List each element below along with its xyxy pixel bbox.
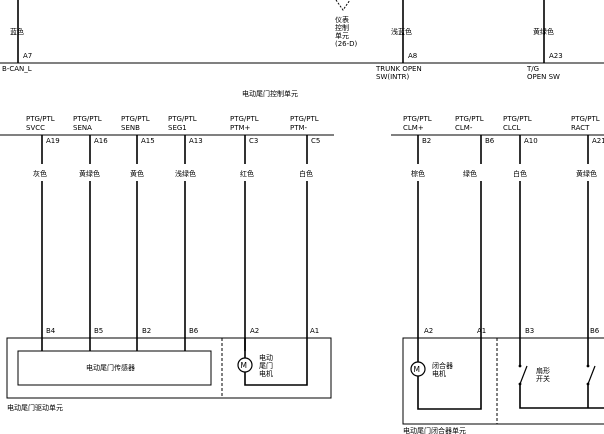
top-connector-section: 蓝色 A7 B-CAN_L 仪表 控制 单元 (26-D) 浅蓝色 A8 TRU…: [0, 0, 604, 136]
switch-label: 开关: [536, 374, 550, 383]
latch-unit-title: 电动尾门闭合器单元: [403, 426, 466, 434]
pin-name-line1: PTG/PTL: [121, 115, 150, 123]
pin-name-line1: PTG/PTL: [571, 115, 600, 123]
pin-number: A10: [524, 137, 538, 145]
motor-label: 闭合器: [432, 361, 453, 370]
pin-number: A13: [189, 137, 203, 145]
motor-label: 尾门: [259, 361, 273, 370]
wire-color-label: 黄绿色: [576, 169, 597, 178]
wire-color-label: 白色: [299, 169, 313, 178]
pin-name-line1: PTG/PTL: [503, 115, 532, 123]
motor-label: 电机: [432, 369, 446, 378]
wire-color-label: 棕色: [411, 169, 425, 178]
drive-pin-label: A2: [250, 327, 259, 335]
sensor-box: [17, 350, 212, 386]
latch-motor-return: [417, 338, 482, 410]
dash-label-line: 单元: [335, 31, 349, 40]
pin-name-line2: SENA: [73, 124, 92, 132]
pin-name-line2: SENB: [121, 124, 140, 132]
pin-name-line1: PTG/PTL: [168, 115, 197, 123]
pin-number: A15: [141, 137, 155, 145]
motor-label: 电机: [259, 369, 273, 378]
drive-pin-label: B6: [189, 327, 199, 335]
drive-pin-label: A1: [310, 327, 319, 335]
control-unit-pins: PTG/PTLSVCCA19灰色PTG/PTLSENAA16黄绿色PTG/PTL…: [26, 115, 604, 358]
wire-color-label: 红色: [240, 169, 254, 178]
wire-color-label: 灰色: [33, 169, 47, 178]
pin-name-line1: PTG/PTL: [403, 115, 432, 123]
switch-icon: [587, 365, 596, 385]
latch-pin-label: A2: [424, 327, 433, 335]
signal-label: TRUNK OPEN: [375, 65, 422, 73]
control-unit-title: 电动尾门控制单元: [242, 89, 298, 98]
wire-color-label: 浅绿色: [175, 169, 196, 178]
motor-loop-wire: [244, 338, 308, 386]
reference-arrow: [335, 0, 351, 11]
pin-name-line2: RACT: [571, 124, 590, 132]
pin-name-line1: PTG/PTL: [26, 115, 55, 123]
drive-unit-outline: [6, 337, 332, 399]
pin-name-line2: CLCL: [503, 124, 521, 132]
pin-label: A23: [549, 52, 563, 60]
pin-label: A7: [23, 52, 32, 60]
switch-contact: [586, 364, 590, 368]
drive-pin-label: B2: [142, 327, 151, 335]
pin-number: A21: [592, 137, 604, 145]
latch-unit: A2 A1 B3 B6 M 闭合器 电机 扇形 开关 电动尾门闭合器单元: [402, 327, 604, 434]
wire-color-label: 黄绿色: [79, 169, 100, 178]
wire-color-label: 黄色: [130, 169, 144, 178]
pin-name-line1: PTG/PTL: [455, 115, 484, 123]
pin-name-line2: PTM-: [290, 124, 308, 132]
pin-name-line1: PTG/PTL: [73, 115, 102, 123]
drive-pin-label: B5: [94, 327, 103, 335]
pin-name-line2: SEG1: [168, 124, 187, 132]
pin-name-line2: SVCC: [26, 124, 45, 132]
latch-unit-outline: [402, 337, 604, 425]
wire-color-label: 浅蓝色: [391, 27, 412, 36]
wire-color-label: 绿色: [463, 169, 477, 178]
pin-name-line2: CLM+: [403, 124, 424, 132]
latch-pin-label: B3: [525, 327, 534, 335]
pin-name-line2: PTM+: [230, 124, 251, 132]
pin-number: C5: [311, 137, 320, 145]
pin-number: C3: [249, 137, 258, 145]
latch-pin-label: B6: [590, 327, 600, 335]
signal-label: SW(INTR): [376, 73, 410, 81]
wire-color-label: 蓝色: [10, 27, 24, 36]
dash-label-line: 仪表: [335, 15, 349, 24]
pin-number: A19: [46, 137, 60, 145]
switch-icon: [519, 365, 528, 385]
switch-label: 扇形: [536, 366, 550, 375]
wire-color-label: 白色: [513, 169, 527, 178]
pin-name-line2: CLM-: [455, 124, 473, 132]
signal-label: OPEN SW: [527, 73, 560, 81]
motor-symbol: M: [414, 365, 420, 374]
signal-label: B-CAN_L: [2, 65, 32, 73]
pin-name-line1: PTG/PTL: [230, 115, 259, 123]
pin-number: A16: [94, 137, 108, 145]
pin-number: B2: [422, 137, 431, 145]
pin-name-line1: PTG/PTL: [290, 115, 319, 123]
motor-label: 电动: [259, 353, 273, 362]
dash-label-line: 控制: [335, 23, 349, 32]
drive-unit: 电动尾门传感器 B4 B5 B2 B6 A2 A1 M 电动 尾门 电机 电动尾…: [6, 327, 332, 412]
drive-pin-label: B4: [46, 327, 56, 335]
signal-label: T/G: [526, 65, 539, 73]
pin-label: A8: [408, 52, 417, 60]
pin-number: B6: [485, 137, 495, 145]
dash-label-line: (26-D): [335, 40, 358, 48]
drive-unit-title: 电动尾门驱动单元: [7, 403, 63, 412]
switch-ground-wire: [519, 384, 604, 409]
wire-color-label: 黄绿色: [533, 27, 554, 36]
sensor-label: 电动尾门传感器: [86, 363, 135, 372]
latch-pin-label: A1: [477, 327, 486, 335]
switch-contact: [518, 364, 522, 368]
motor-symbol: M: [241, 361, 247, 370]
